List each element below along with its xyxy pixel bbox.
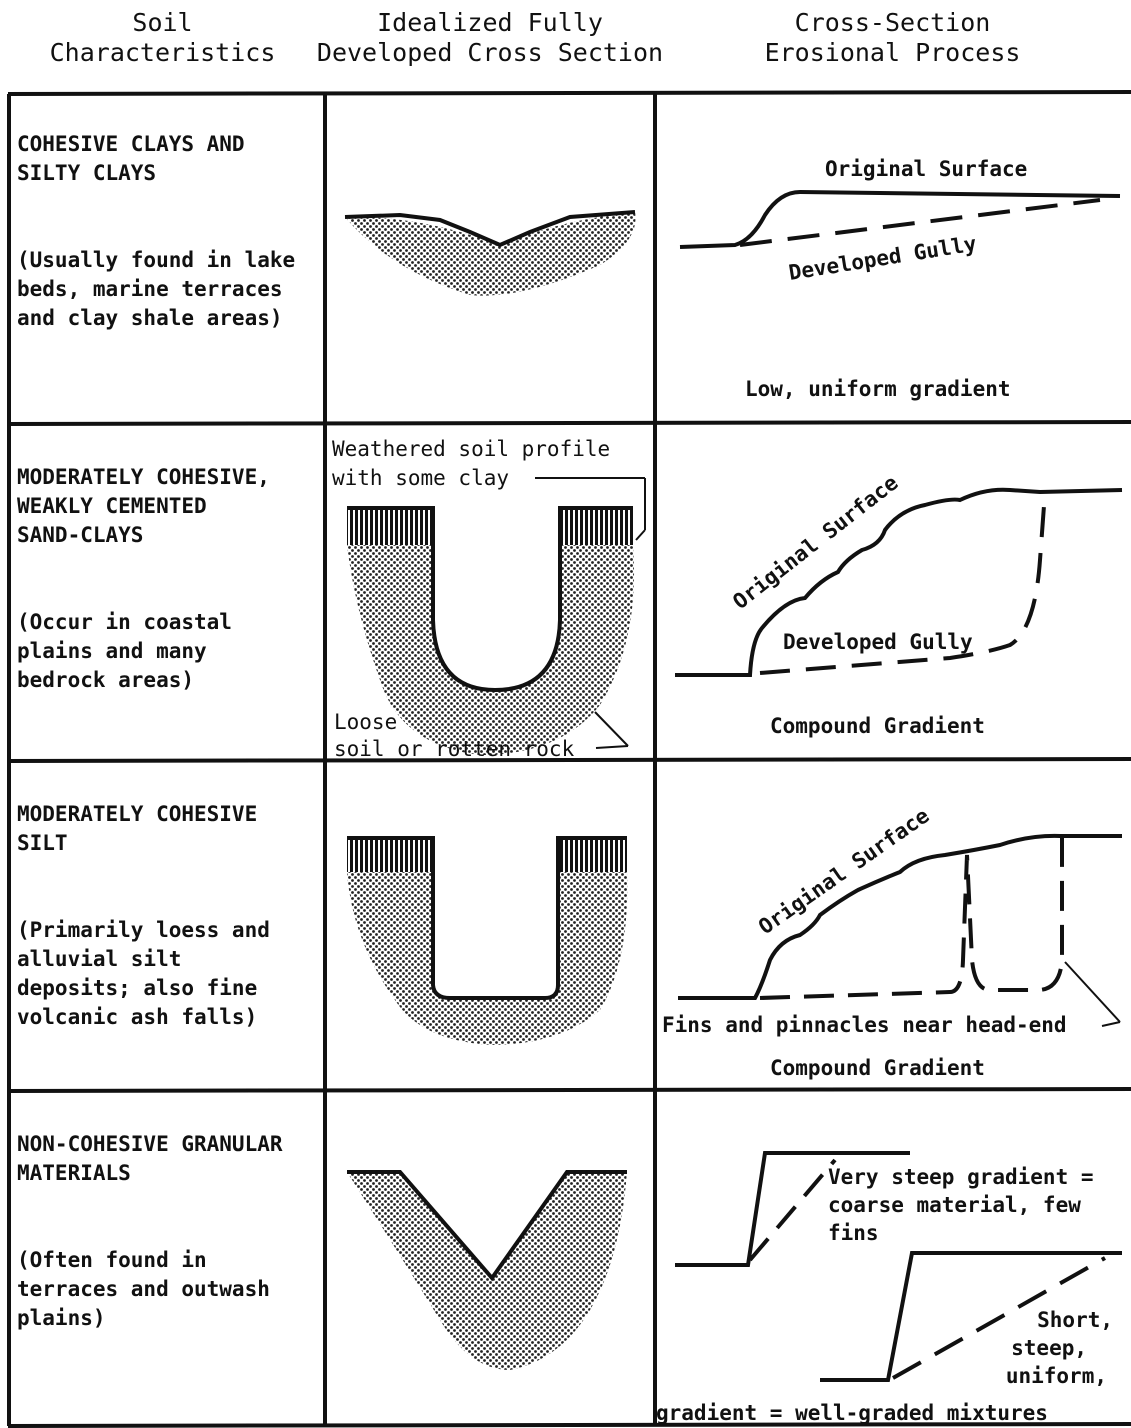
row3-channel bbox=[433, 838, 558, 998]
row3-developed-gully-line bbox=[759, 836, 1064, 1000]
row2-gradient-label: Compound Gradient bbox=[770, 714, 985, 738]
row1-soil-mass bbox=[345, 212, 636, 296]
row4-soil-description: (Often found in terraces and outwash pla… bbox=[17, 1248, 270, 1330]
row4-erosion-profile: Very steep gradient = coarse material, f… bbox=[656, 1151, 1122, 1425]
row4-short-label-2: steep, bbox=[1011, 1336, 1087, 1360]
row3-fins-leader bbox=[1064, 961, 1121, 1023]
row2-developed-gully-label: Developed Gully bbox=[783, 630, 973, 654]
row4-steep-surface-line bbox=[675, 1151, 910, 1267]
row3-erosion-profile: Original Surface Fins and pinnacles near… bbox=[662, 803, 1122, 1080]
row2-soil-description: (Occur in coastal plains and many bedroc… bbox=[17, 610, 232, 692]
row4-channel bbox=[400, 1172, 567, 1278]
row3-left-cap bbox=[347, 838, 433, 872]
row1-gradient-label: Low, uniform gradient bbox=[745, 377, 1011, 401]
row2-left-cap bbox=[347, 508, 433, 545]
row3-cross-section bbox=[347, 836, 628, 1045]
row3-original-surface-label: Original Surface bbox=[754, 803, 933, 939]
row2-cross-section: Weathered soil profile with some clay Lo… bbox=[332, 437, 646, 761]
row4-short-label-1: Short, bbox=[1037, 1308, 1113, 1332]
row1-original-surface-label: Original Surface bbox=[825, 157, 1027, 181]
row2-original-surface-line bbox=[675, 487, 1123, 677]
row4-steep-label-1: Very steep gradient = bbox=[828, 1165, 1094, 1189]
row1-soil-description: (Usually found in lake beds, marine terr… bbox=[17, 248, 296, 330]
row4-short-gully-line bbox=[892, 1256, 1106, 1380]
row4-steep-label-2: coarse material, few bbox=[828, 1193, 1081, 1217]
header-erosional-process: Cross-Section Erosional Process bbox=[764, 8, 1021, 67]
row4-cross-section bbox=[347, 1170, 627, 1370]
row2-with-clay-label: with some clay bbox=[332, 466, 509, 490]
row2-loose-label: Loose bbox=[334, 710, 397, 734]
row1-ground-line bbox=[344, 210, 636, 248]
row1-soil-title: COHESIVE CLAYS AND SILTY CLAYS bbox=[17, 132, 245, 185]
row3-original-surface-line bbox=[678, 833, 1122, 1000]
row2-right-cap bbox=[560, 508, 633, 545]
row4-graded-label: gradient = well-graded mixtures bbox=[656, 1401, 1048, 1425]
row3-outline bbox=[347, 836, 627, 1000]
row4-soil-cell: NON-COHESIVE GRANULAR MATERIALS (Often f… bbox=[17, 1101, 322, 1362]
row3-soil-title: MODERATELY COHESIVE SILT bbox=[17, 802, 258, 855]
row1-developed-gully-label: Developed Gully bbox=[787, 232, 978, 285]
row2-weathered-label: Weathered soil profile bbox=[332, 437, 610, 461]
header-soil-characteristics: Soil Characteristics bbox=[49, 8, 276, 67]
row3-soil-description: (Primarily loess and alluvial silt depos… bbox=[17, 918, 270, 1029]
header-idealized-cross-section: Idealized Fully Developed Cross Section bbox=[316, 8, 664, 67]
row4-soil-title: NON-COHESIVE GRANULAR MATERIALS bbox=[17, 1132, 283, 1185]
row1-original-surface-line bbox=[679, 189, 1121, 249]
row3-soil-cell: MODERATELY COHESIVE SILT (Primarily loes… bbox=[17, 771, 322, 1061]
row4-outline bbox=[347, 1170, 627, 1282]
row2-soil-cell: MODERATELY COHESIVE, WEAKLY CEMENTED SAN… bbox=[17, 434, 322, 724]
row4-short-label-3: uniform, bbox=[1006, 1364, 1107, 1388]
row1-erosion-profile: Original Surface Developed Gully Low, un… bbox=[679, 157, 1121, 401]
row2-rotten-rock-label: soil or rotten rock bbox=[334, 737, 575, 761]
row1-cross-section bbox=[344, 210, 636, 296]
row2-erosion-profile: Original Surface Developed Gully Compoun… bbox=[675, 470, 1123, 738]
row2-developed-gully-line bbox=[759, 491, 1047, 675]
row2-outline bbox=[347, 506, 633, 693]
row3-right-cap bbox=[560, 838, 627, 872]
row2-soil-title: MODERATELY COHESIVE, WEAKLY CEMENTED SAN… bbox=[17, 465, 270, 547]
row2-channel bbox=[433, 508, 560, 690]
row3-gradient-label: Compound Gradient bbox=[770, 1056, 985, 1080]
row4-short-surface-line bbox=[820, 1251, 1122, 1382]
row4-steep-label-3: fins bbox=[828, 1221, 879, 1245]
row1-developed-gully-line bbox=[739, 198, 1101, 247]
row3-fins-label: Fins and pinnacles near head-end bbox=[662, 1013, 1067, 1037]
row1-soil-cell: COHESIVE CLAYS AND SILTY CLAYS (Usually … bbox=[17, 101, 322, 362]
row2-loose-leader bbox=[594, 711, 629, 747]
row4-steep-gully-line bbox=[748, 1158, 837, 1262]
table-grid bbox=[7, 90, 1131, 1428]
